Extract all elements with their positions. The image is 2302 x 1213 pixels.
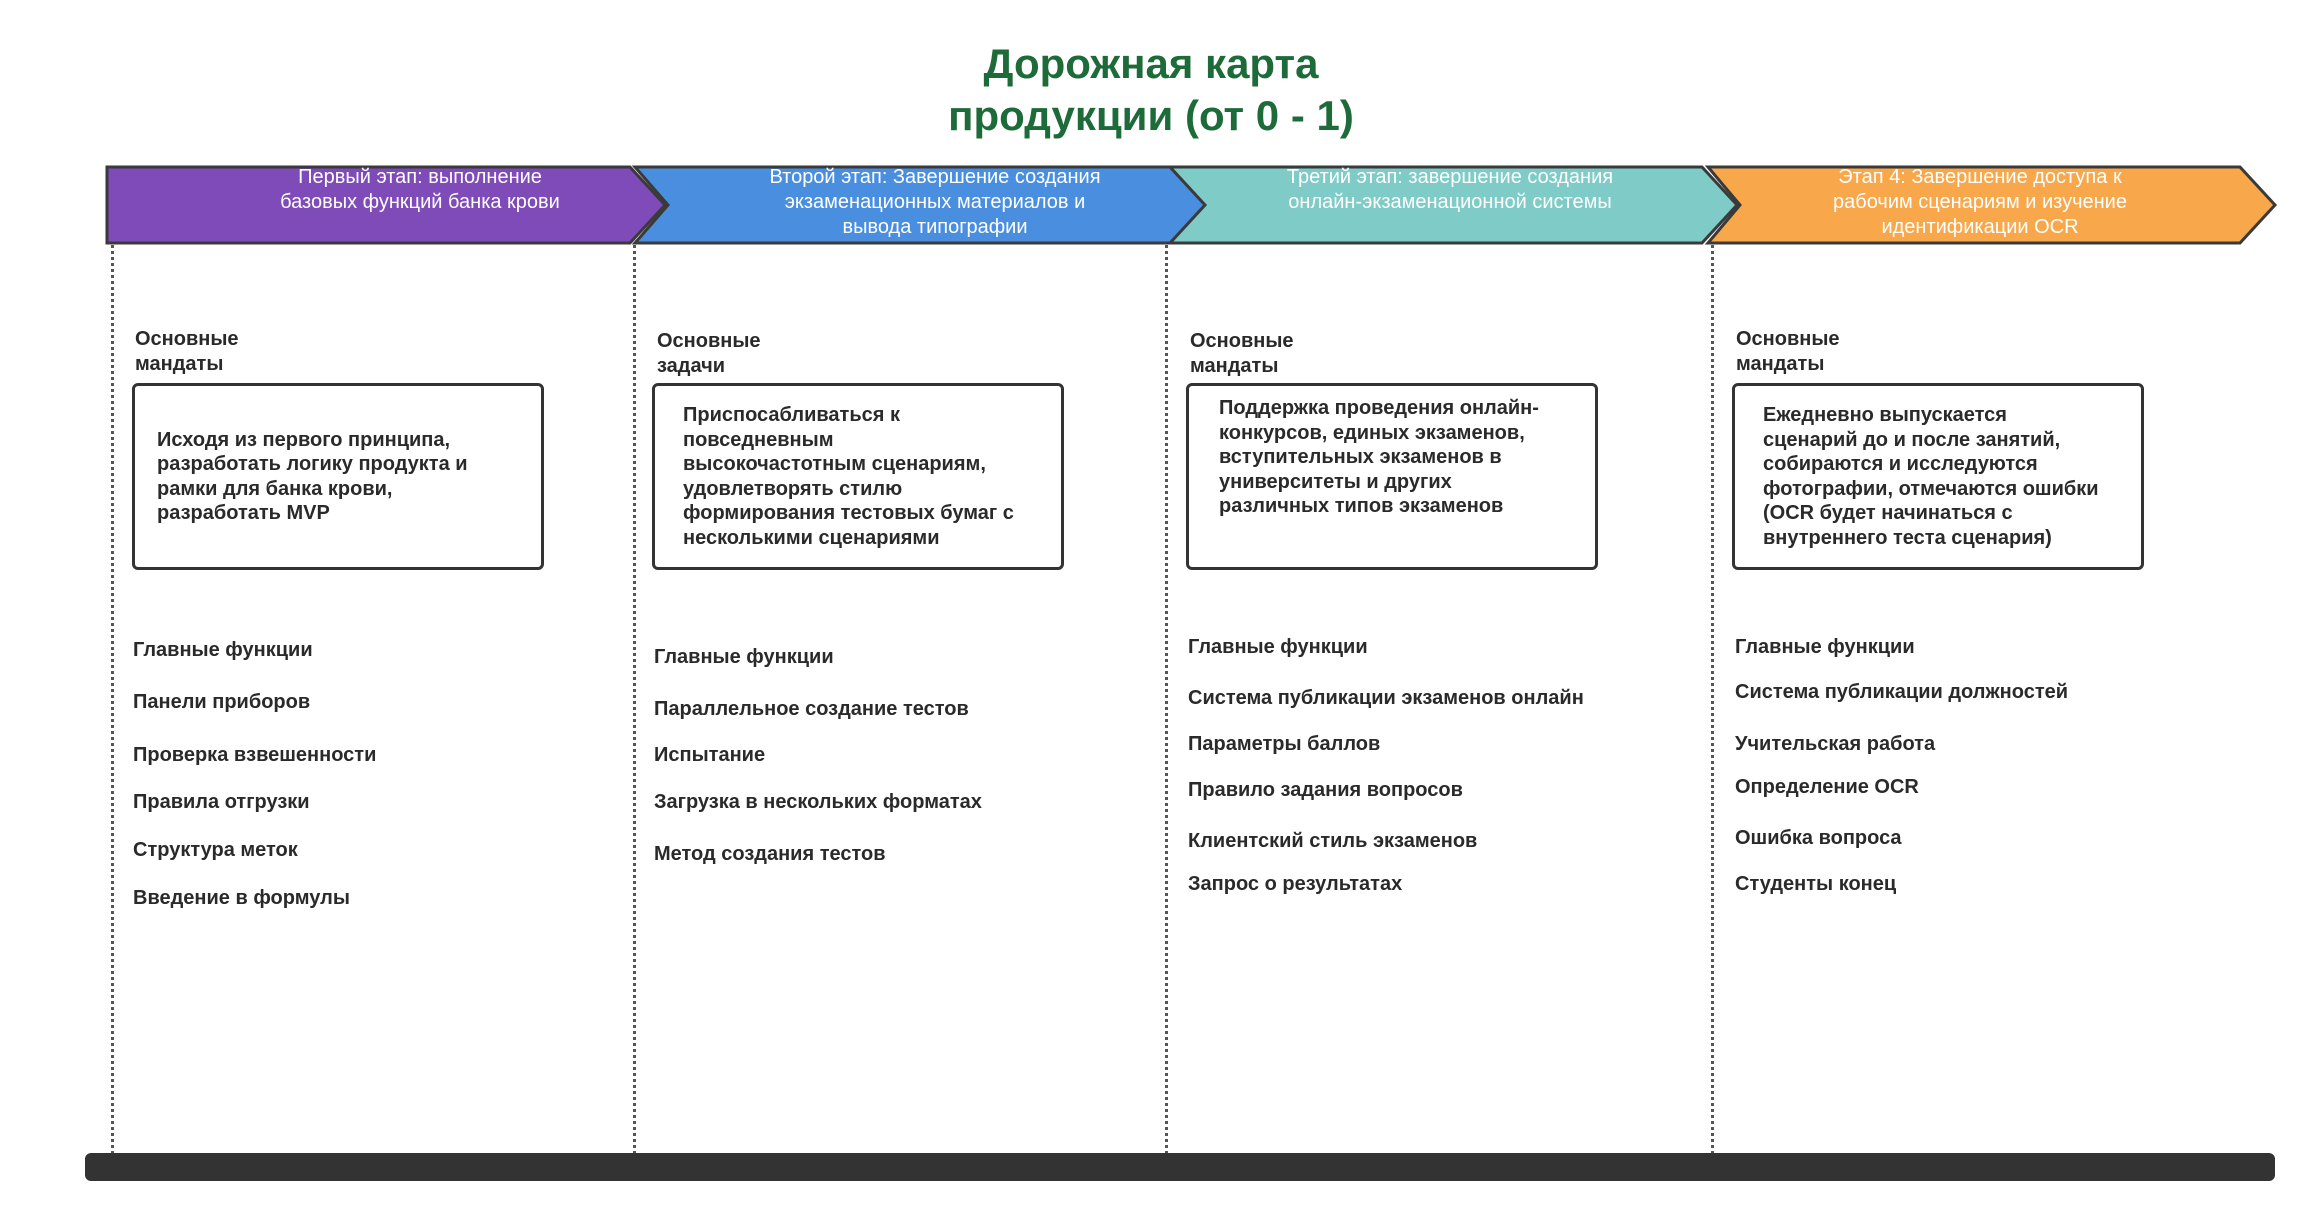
phase-3-label-text: Третий этап: завершение создания онлайн-… [1286, 166, 1614, 213]
phase-4-feature-4: Определение OCR [1735, 776, 1919, 798]
phase-4-feature-3: Учительская работа [1735, 733, 1936, 755]
phase-4-label-text: Этап 4: Завершение доступа к рабочим сце… [1833, 166, 2127, 238]
phase-4-feature-6: Студенты конец [1735, 873, 1897, 895]
phase-1-feature-4: Правила отгрузки [133, 791, 310, 813]
phase-1-feature-1: Главные функции [133, 639, 313, 661]
phase-1-feature-6: Введение в формулы [133, 887, 350, 909]
column-divider-3 [1165, 245, 1168, 1160]
column-divider-2 [633, 245, 636, 1160]
phase-1-feature-5: Структура меток [133, 839, 298, 861]
title-line-1: Дорожная карта [983, 40, 1319, 87]
timeline-bar [85, 1153, 2275, 1181]
phase-4-mandate-text: Ежедневно выпускается сценарий до и посл… [1763, 404, 2099, 549]
phase-3-section-label-line-1: Основные [1190, 330, 1294, 352]
title-line-2: продукции (от 0 - 1) [948, 92, 1354, 139]
phase-2-feature-5: Метод создания тестов [654, 843, 886, 865]
phase-1-mandate-box: Исходя из первого принципа, разработать … [132, 383, 544, 570]
phase-1-section-label-line-1: Основные [135, 328, 239, 350]
phase-arrow-4 [1704, 165, 2278, 245]
phase-3-section-label: Основные мандаты [1190, 329, 1294, 379]
phase-1-feature-3: Проверка взвешенности [133, 744, 377, 766]
phase-4-section-label-line-1: Основные [1736, 328, 1840, 350]
phase-4-feature-5: Ошибка вопроса [1735, 827, 1902, 849]
column-divider-4 [1711, 245, 1714, 1160]
phase-2-feature-3: Испытание [654, 744, 766, 766]
phase-2-section-label: Основные задачи [657, 329, 761, 379]
phase-2-label-text: Второй этап: Завершение создания экзамен… [769, 166, 1101, 238]
phase-2-mandate-box: Приспосабливаться к повседневным высокоч… [652, 383, 1064, 570]
column-divider-1 [111, 245, 114, 1160]
phase-3-feature-3: Параметры баллов [1188, 733, 1381, 755]
phase-2-feature-1: Главные функции [654, 646, 834, 668]
phase-4-feature-1: Главные функции [1735, 636, 1915, 658]
phase-3-feature-2: Система публикации экзаменов онлайн [1188, 687, 1584, 709]
page-title: Дорожная карта продукции (от 0 - 1) [0, 38, 2302, 142]
phase-4-mandate-box: Ежедневно выпускается сценарий до и посл… [1732, 383, 2144, 570]
phase-1-label: Первый этап: выполнение базовых функций … [280, 165, 560, 243]
phase-3-section-label-line-2: мандаты [1190, 355, 1279, 377]
phase-1-mandate-text: Исходя из первого принципа, разработать … [157, 428, 468, 525]
phase-3-mandate-box: Поддержка проведения онлайн-конкурсов, е… [1186, 383, 1598, 570]
phase-2-mandate-text: Приспосабливаться к повседневным высокоч… [683, 404, 1014, 549]
phase-1-label-text: Первый этап: выполнение базовых функций … [280, 166, 560, 213]
phase-2-feature-4: Загрузка в нескольких форматах [654, 791, 982, 813]
phase-3-mandate-text: Поддержка проведения онлайн-конкурсов, е… [1219, 397, 1539, 517]
phase-4-section-label-line-2: мандаты [1736, 353, 1825, 375]
phase-arrow-2 [631, 165, 1208, 245]
phase-4-section-label: Основные мандаты [1736, 327, 1840, 377]
phase-3-feature-1: Главные функции [1188, 636, 1368, 658]
phase-2-label: Второй этап: Завершение создания экзамен… [755, 165, 1115, 243]
phase-2-section-label-line-2: задачи [657, 355, 726, 377]
phase-2-feature-2: Параллельное создание тестов [654, 698, 969, 720]
phase-4-label: Этап 4: Завершение доступа к рабочим сце… [1800, 165, 2160, 243]
phase-4-feature-2: Система публикации должностей [1735, 681, 2069, 703]
phase-1-section-label-line-2: мандаты [135, 353, 224, 375]
phase-1-feature-2: Панели приборов [133, 691, 311, 713]
phase-3-feature-5: Клиентский стиль экзаменов [1188, 830, 1478, 852]
phase-3-label: Третий этап: завершение создания онлайн-… [1270, 165, 1630, 243]
phase-3-feature-4: Правило задания вопросов [1188, 779, 1463, 801]
phase-3-feature-6: Запрос о результатах [1188, 873, 1403, 895]
phase-2-section-label-line-1: Основные [657, 330, 761, 352]
phase-1-section-label: Основные мандаты [135, 327, 239, 377]
phase-arrows [105, 165, 2278, 245]
phase-arrow-1 [105, 165, 668, 245]
